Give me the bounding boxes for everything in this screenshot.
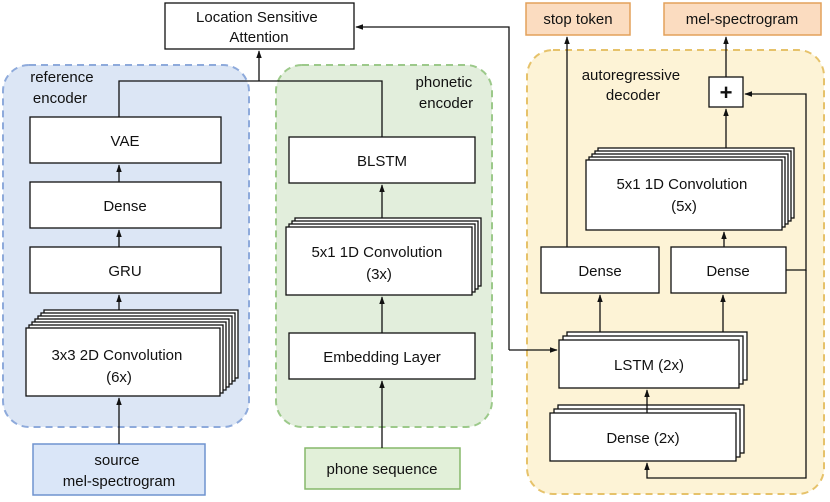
blstm-block xyxy=(288,136,476,184)
plus-label: + xyxy=(720,80,733,105)
conv2d-stack xyxy=(25,309,239,397)
conv1d-enc-stack xyxy=(285,217,482,296)
dense-pre-label: Dense (2x) xyxy=(606,430,679,447)
gru-label: GRU xyxy=(108,263,141,280)
gru-block xyxy=(29,246,222,294)
conv1d-dec-label: 5x1 1D Convolution (5x) xyxy=(616,176,751,215)
dense-ref-block xyxy=(29,181,222,229)
dense-mel-label: Dense xyxy=(706,263,749,280)
attention-label: Location Sensitive Attention xyxy=(196,9,322,46)
phone-sequence-label: phone sequence xyxy=(327,461,438,478)
source-input-label: source mel-spectrogram xyxy=(63,452,176,490)
dense-pre-stack xyxy=(549,404,745,462)
attention-block xyxy=(164,2,355,50)
phone-sequence-input xyxy=(304,447,461,490)
dense-stop-block xyxy=(540,246,660,294)
plus-block xyxy=(708,76,744,108)
lstm-stack xyxy=(558,331,748,389)
conv1d-dec-stack xyxy=(585,147,795,231)
stop-token-output xyxy=(525,2,631,36)
vae-block xyxy=(29,116,222,164)
phonetic-encoder-label: phonetic encoder xyxy=(416,74,477,112)
dense-ref-label: Dense xyxy=(103,198,146,215)
mel-output xyxy=(663,2,822,36)
blstm-label: BLSTM xyxy=(357,153,407,170)
reference-encoder-label: reference encoder xyxy=(30,69,98,107)
conv2d-label: 3x3 2D Convolution (6x) xyxy=(51,347,186,386)
decoder-label: autoregressive decoder xyxy=(582,67,685,104)
vae-label: VAE xyxy=(111,133,140,150)
dense-stop-label: Dense xyxy=(578,263,621,280)
mel-output-label: mel-spectrogram xyxy=(686,11,799,28)
embedding-label: Embedding Layer xyxy=(323,349,441,366)
conv1d-enc-label: 5x1 1D Convolution (3x) xyxy=(311,244,446,283)
connectors xyxy=(116,24,807,479)
stop-token-label: stop token xyxy=(543,11,612,28)
embedding-block xyxy=(288,332,476,380)
lstm-label: LSTM (2x) xyxy=(614,357,684,374)
